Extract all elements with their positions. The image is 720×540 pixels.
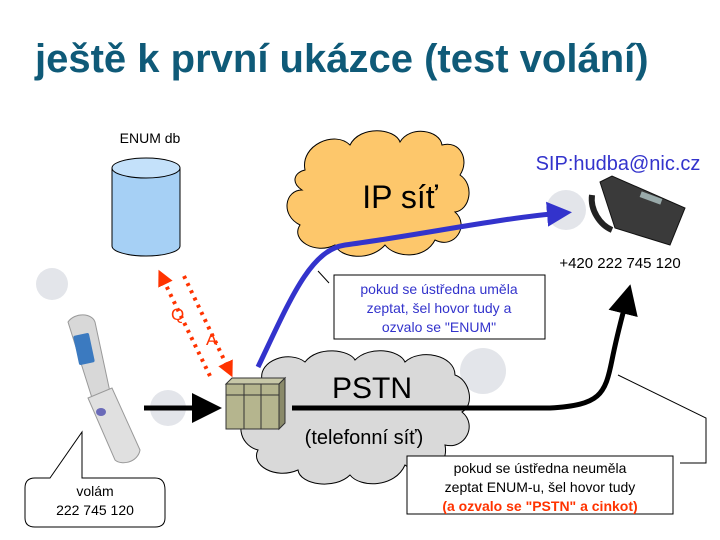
switch-exchange-icon: [224, 376, 287, 431]
pstn-note-line1: pokud se ústředna neuměla: [454, 460, 627, 476]
ip-phone-icon: [588, 175, 686, 246]
slide-title: ještě k první ukázce (test volání): [34, 37, 649, 81]
sip-uri: SIP:hudba@nic.cz: [536, 153, 701, 175]
enum-db-label: ENUM db: [120, 130, 181, 146]
caller-callout-line2: 222 745 120: [56, 502, 134, 518]
enum-note-line3: ozvalo se "ENUM": [382, 319, 496, 335]
destination-phone-number: +420 222 745 120: [559, 255, 680, 272]
ip-network-cloud: [286, 130, 470, 257]
decor-circle: [460, 348, 506, 394]
enum-note-pointer: [317, 270, 330, 284]
answer-arrow: [182, 275, 233, 378]
decor-circle: [546, 190, 586, 230]
pstn-note-line3: (a ozvalo se "PSTN" a cinkot): [442, 498, 637, 514]
mobile-phone-icon: [67, 314, 141, 464]
pstn-cloud: [240, 350, 470, 485]
enum-note-line1: pokud se ústředna uměla: [360, 281, 517, 297]
query-arrow: [158, 269, 212, 377]
pstn-note-pointer: [617, 374, 707, 464]
ip-call-path: [255, 201, 572, 369]
pstn-note-line2: zeptat ENUM-u, šel hovor tudy: [445, 479, 636, 495]
enum-note-line2: zeptat, šel hovor tudy a: [367, 300, 512, 316]
pstn-call-path: [292, 284, 638, 411]
caller-callout-line1: volám: [76, 483, 113, 499]
pstn-sublabel: (telefonní síť): [305, 427, 424, 449]
pstn-note-box: [406, 455, 674, 515]
pstn-label: PSTN: [332, 372, 412, 405]
ip-network-label: IP síť: [362, 179, 438, 215]
answer-label: A: [206, 330, 218, 349]
decor-circle: [36, 268, 68, 300]
query-label: Q: [171, 305, 184, 324]
enum-note-box: [333, 274, 546, 340]
database-icon: [111, 157, 181, 257]
caller-callout: [24, 430, 166, 528]
